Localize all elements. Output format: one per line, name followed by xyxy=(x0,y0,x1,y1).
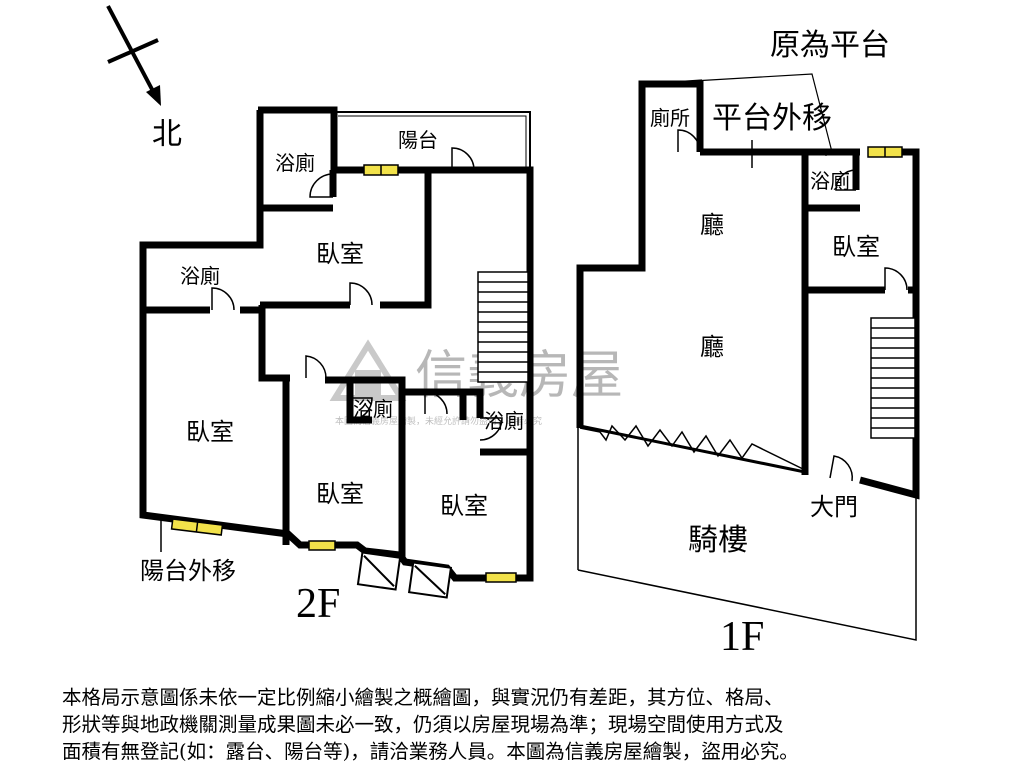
disclaimer-line-1: 本格局示意圖係未依一定比例縮小繪製之概繪圖，與實況仍有差距，其方位、格局、 xyxy=(62,686,784,709)
room-hall-upper: 廳 xyxy=(700,211,724,239)
bay-windows-2f xyxy=(356,551,453,599)
room-bath-top: 浴廁 xyxy=(275,151,315,175)
label-main-door: 大門 xyxy=(810,493,858,521)
windows-2f xyxy=(170,164,517,583)
annotation-original-platform: 原為平台 xyxy=(770,28,890,63)
room-bedroom-top: 臥室 xyxy=(316,240,364,268)
room-bedroom-left: 臥室 xyxy=(186,418,234,446)
arcade-boundary xyxy=(577,498,917,641)
room-balcony: 陽台 xyxy=(398,128,438,152)
room-bath-left: 浴廁 xyxy=(180,264,220,288)
balcony-inner-outline xyxy=(338,115,527,168)
staircase-1f xyxy=(870,317,916,439)
room-bedroom-right: 臥室 xyxy=(440,492,488,520)
annotation-balcony-moved: 陽台外移 xyxy=(140,557,236,585)
doors-2f xyxy=(211,147,503,441)
floor-label-1f: 1F xyxy=(720,614,764,660)
annotation-platform-moved: 平台外移 xyxy=(712,101,832,136)
room-bath-right: 浴廁 xyxy=(484,409,524,433)
disclaimer-line-2: 形狀等與地政機關測量成果圖未必一致，仍須以房屋現場為準；現場空間使用方式及 xyxy=(62,713,784,736)
watermark xyxy=(329,339,407,401)
room-bath-mid: 浴廁 xyxy=(353,397,393,421)
floor-plan-diagram: 北 信義房屋 本圖為信義房屋繪製，未經允許請勿盜用，違者必究 xyxy=(106,5,920,660)
compass-north-arrow xyxy=(106,5,161,106)
staircase-2f xyxy=(477,271,529,383)
floor-2f-walls xyxy=(139,106,534,582)
disclaimer: 本格局示意圖係未依一定比例縮小繪製之概繪圖，與實況仍有差距，其方位、格局、 形狀… xyxy=(62,684,1002,765)
room-hall-lower: 廳 xyxy=(700,333,724,361)
floor-label-2f: 2F xyxy=(296,581,340,627)
room-bath-1f: 浴廁 xyxy=(810,169,850,193)
balcony-outline xyxy=(334,111,531,172)
room-bedroom-1f: 臥室 xyxy=(832,233,880,261)
room-toilet-1f: 廁所 xyxy=(650,106,690,130)
room-bedroom-mid: 臥室 xyxy=(316,480,364,508)
front-wall-line xyxy=(579,424,806,474)
north-label: 北 xyxy=(152,117,182,152)
window-1f xyxy=(867,146,903,158)
doors-1f xyxy=(677,129,908,482)
disclaimer-line-3: 面積有無登記(如：露台、陽台等)，請洽業務人員。本圖為信義房屋繪製，盜用必究。 xyxy=(62,740,799,763)
room-arcade: 騎樓 xyxy=(688,523,748,558)
